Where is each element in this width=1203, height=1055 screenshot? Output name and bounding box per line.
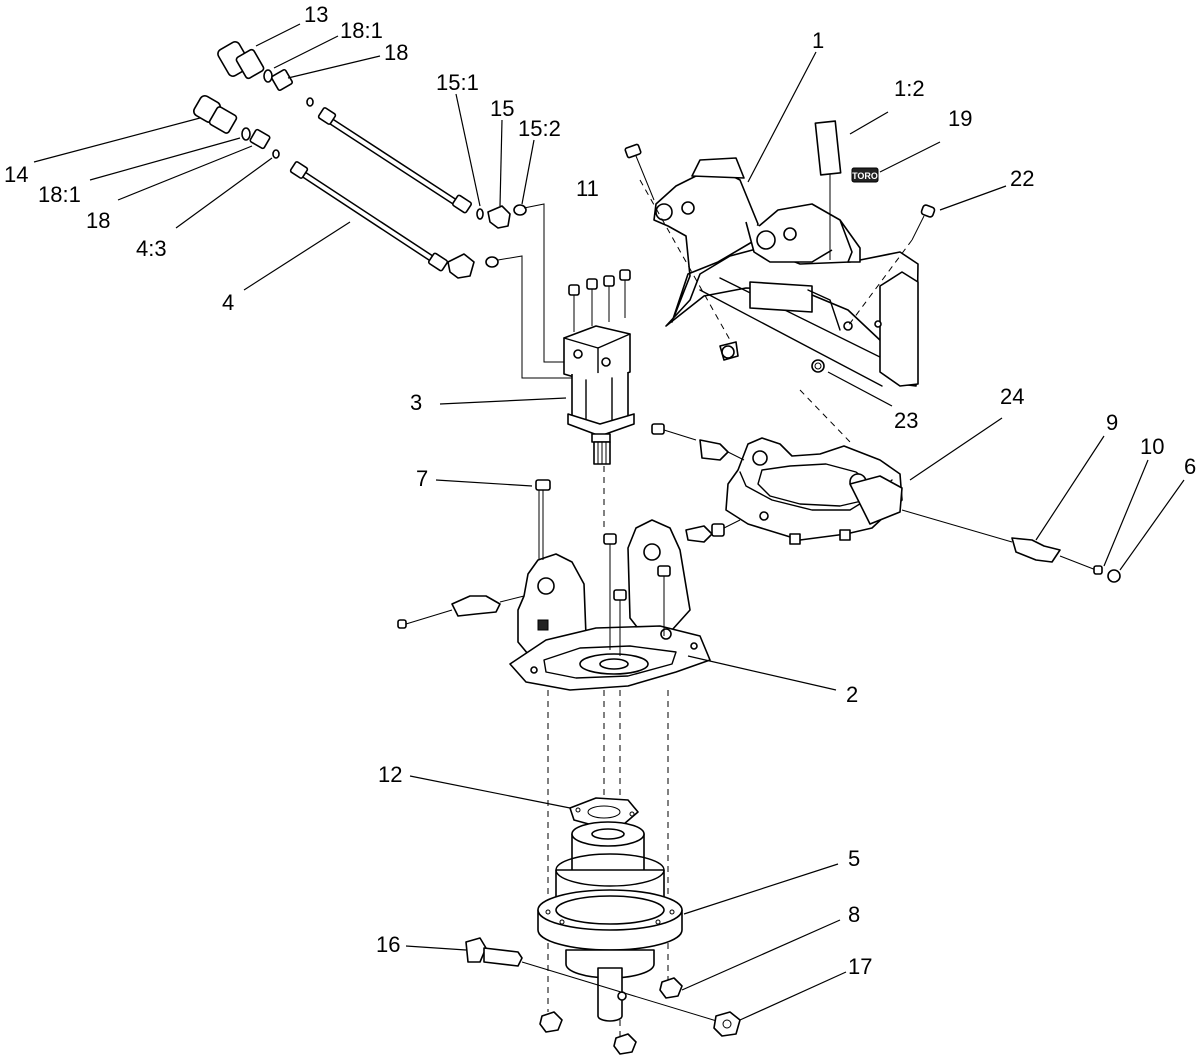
callout-1: 1 [812, 28, 824, 53]
coupler-13 [217, 41, 265, 80]
connector-left-yoke [685, 519, 741, 543]
o-ring-upper-small [306, 97, 314, 107]
callout-18-1: 18:1 [340, 18, 383, 43]
hose-routing-line-lower [497, 255, 572, 379]
yoke-24 [725, 389, 903, 545]
callout-labels: 13 18:1 18 15:1 15 15:2 14 18:1 18 4:3 4… [4, 2, 1196, 979]
upper-hose [317, 107, 473, 214]
bolt-mid [613, 589, 627, 656]
bolt-right [657, 565, 671, 636]
nut-8 [659, 977, 683, 999]
bolt-center [603, 533, 617, 650]
decal-1-2 [814, 120, 842, 260]
callout-15: 15 [490, 96, 514, 121]
decal-19-text: TORO [852, 171, 878, 181]
coupler-14 [193, 95, 238, 134]
pin-22 [847, 204, 936, 327]
gasket-12 [569, 797, 639, 827]
sensor-9 [901, 509, 1121, 583]
hydraulic-motor-3 [563, 325, 635, 465]
elbow-15 [487, 205, 511, 229]
callout-23: 23 [894, 408, 918, 433]
callout-3: 3 [410, 390, 422, 415]
callout-18-1-lower: 18:1 [38, 182, 81, 207]
callout-10: 10 [1140, 434, 1164, 459]
base-bracket-2 [509, 479, 711, 691]
callout-2: 2 [846, 682, 858, 707]
lower-hose-assembly [193, 95, 572, 379]
main-frame-1 [624, 143, 919, 387]
nut-bottom-center [613, 1033, 637, 1055]
callout-17: 17 [848, 954, 872, 979]
elbow-lower [447, 253, 475, 279]
callout-11: 11 [576, 176, 599, 201]
callout-22: 22 [1010, 166, 1034, 191]
callout-24: 24 [1000, 384, 1024, 409]
cap-6 [1107, 569, 1121, 583]
decal-19: TORO [851, 167, 879, 183]
o-ring-15-1 [476, 208, 484, 220]
fitting-18-upper [271, 69, 293, 91]
nut-17 [713, 1011, 741, 1037]
washer-10 [1093, 565, 1103, 575]
callout-7: 7 [416, 466, 428, 491]
sensor-left-base [397, 595, 525, 629]
frame-bolt [624, 143, 655, 201]
upper-hose-assembly [217, 41, 572, 363]
callout-14: 14 [4, 162, 28, 187]
o-ring-4-3 [272, 149, 280, 159]
callout-15-2: 15:2 [518, 116, 561, 141]
callout-4: 4 [222, 290, 234, 315]
o-ring-18-1-upper [263, 69, 273, 83]
bolt-16 [465, 937, 721, 1023]
callout-12: 12 [378, 762, 402, 787]
callout-9: 9 [1106, 410, 1118, 435]
o-ring-lower [485, 256, 499, 268]
o-ring-18-1-lower [241, 127, 251, 141]
callout-6: 6 [1184, 454, 1196, 479]
callout-16: 16 [376, 932, 400, 957]
callout-13: 13 [304, 2, 328, 27]
bolts-11 [568, 269, 631, 332]
callout-5: 5 [848, 846, 860, 871]
callout-18-lower: 18 [86, 208, 110, 233]
fitting-18-lower [249, 128, 271, 150]
bolt-7 [535, 479, 551, 560]
leader-lines [33, 23, 1185, 1021]
callout-4-3: 4:3 [136, 236, 167, 261]
gearbox-5 [537, 821, 683, 1022]
callout-1-2: 1:2 [894, 76, 925, 101]
grease-fitting-left-upper [651, 423, 745, 461]
lower-hose-4 [289, 161, 449, 272]
callout-18: 18 [384, 40, 408, 65]
o-ring-15-2 [513, 204, 527, 216]
hose-routing-line-upper [523, 203, 572, 363]
nut-bottom-left [539, 1011, 563, 1033]
callout-8: 8 [848, 902, 860, 927]
callout-15-1: 15:1 [436, 70, 479, 95]
callout-19: 19 [948, 106, 972, 131]
